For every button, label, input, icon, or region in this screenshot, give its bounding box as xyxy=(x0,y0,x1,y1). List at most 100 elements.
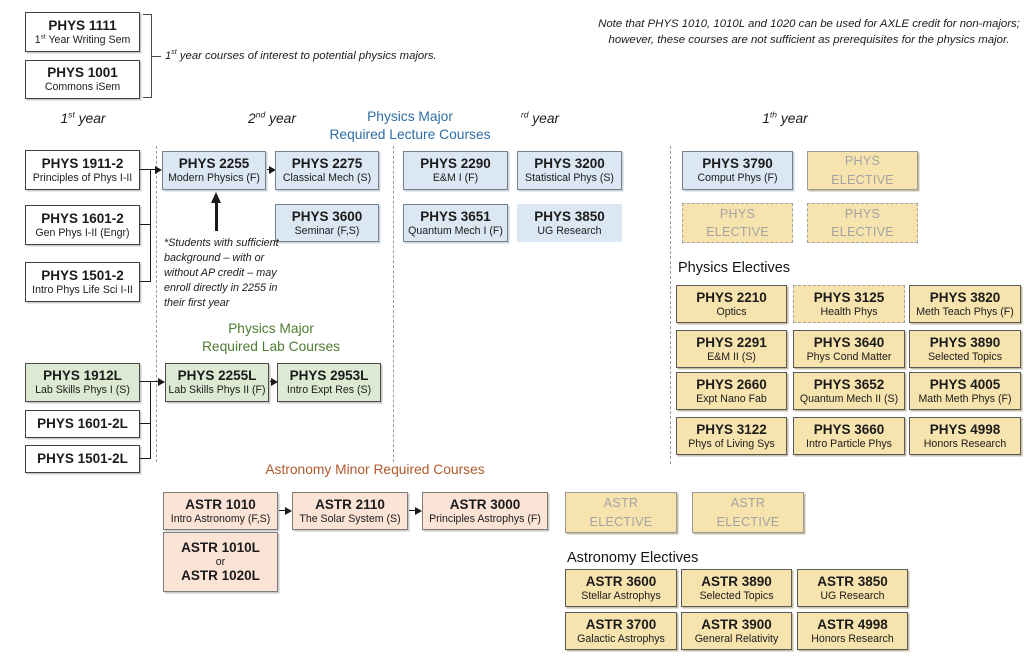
course-code: ASTR 2110 xyxy=(315,496,385,512)
intro-note: 1st year courses of interest to potentia… xyxy=(165,49,437,62)
course-box-phys-1601-2L: PHYS 1601-2L xyxy=(25,410,140,438)
connector-line xyxy=(215,203,218,231)
axle-note-line2: however, these courses are not sufficien… xyxy=(608,33,1010,46)
header-year-4: 1th year xyxy=(762,109,808,126)
elective-box-astr-1: ASTR ELECTIVE xyxy=(565,492,677,533)
course-name: Selected Topics xyxy=(927,350,1002,363)
course-box-astr-3890: ASTR 3890 Selected Topics xyxy=(681,569,792,607)
connector-line xyxy=(267,169,270,171)
course-name: E&M II (S) xyxy=(707,350,756,363)
course-box-astr-1010L-or-1020L: ASTR 1010L or ASTR 1020L xyxy=(163,532,278,592)
elective-box-phys-2: PHYS ELECTIVE xyxy=(682,203,793,243)
header-year-1: 1st year xyxy=(60,109,106,126)
course-code: PHYS 1911-2 xyxy=(41,155,124,171)
connector-line xyxy=(140,224,151,226)
course-box-phys-2290: PHYS 2290 E&M I (F) xyxy=(403,151,508,190)
elective-label-line2: ELECTIVE xyxy=(589,514,653,529)
course-name: Gen Phys I-II (Engr) xyxy=(35,226,130,239)
elective-box-astr-2: ASTR ELECTIVE xyxy=(692,492,804,533)
course-code: PHYS 1601-2 xyxy=(41,210,124,226)
course-name: Selected Topics xyxy=(699,589,774,602)
course-box-astr-3700: ASTR 3700 Galactic Astrophys xyxy=(565,612,677,650)
course-name: Intro Astronomy (F,S) xyxy=(170,512,271,525)
course-name: Quantum Mech I (F) xyxy=(408,224,503,237)
header-year-3: rd year xyxy=(520,109,560,126)
course-box-phys-1501-2: PHYS 1501-2 Intro Phys Life Sci I-II xyxy=(25,262,140,302)
header-lab-courses: Physics Major Required Lab Courses xyxy=(181,320,361,356)
course-code: ASTR 1020L xyxy=(181,568,260,584)
course-code: PHYS 4998 xyxy=(929,421,1001,437)
axle-note-line1: Note that PHYS 1010, 1010L and 1020 can … xyxy=(598,18,1020,30)
course-box-phys-3651: PHYS 3651 Quantum Mech I (F) xyxy=(403,204,508,242)
course-code: ASTR 3890 xyxy=(701,573,772,589)
course-box-phys-1912L: PHYS 1912L Lab Skills Phys I (S) xyxy=(25,363,140,402)
course-box-phys-2255: PHYS 2255 Modern Physics (F) xyxy=(162,151,266,190)
course-name: Commons iSem xyxy=(44,81,121,93)
course-name: Intro Phys Life Sci I-II xyxy=(32,283,133,296)
connector-line xyxy=(150,169,152,282)
course-box-phys-2210: PHYS 2210 Optics xyxy=(676,285,787,323)
course-box-phys-3890: PHYS 3890 Selected Topics xyxy=(909,330,1021,368)
header-lecture-courses: Physics Major Required Lecture Courses xyxy=(328,108,492,144)
course-code: ASTR 3700 xyxy=(585,616,657,632)
course-code: PHYS 3125 xyxy=(813,289,885,305)
connector-line xyxy=(150,381,152,459)
course-name: Honors Research xyxy=(811,632,894,645)
course-box-astr-3900: ASTR 3900 General Relativity xyxy=(681,612,792,650)
elective-box-phys-3: PHYS ELECTIVE xyxy=(807,203,918,243)
course-name: Optics xyxy=(716,305,747,318)
course-box-phys-2291: PHYS 2291 E&M II (S) xyxy=(676,330,787,368)
connector-line xyxy=(150,169,156,171)
course-box-phys-3850: PHYS 3850 UG Research xyxy=(517,204,622,242)
connector-line xyxy=(140,169,151,171)
course-box-phys-3122: PHYS 3122 Phys of Living Sys xyxy=(676,417,787,455)
course-name: Lab Skills Phys II (F) xyxy=(168,384,266,396)
column-divider-dashed xyxy=(670,146,671,464)
bracket-line xyxy=(143,97,152,99)
course-name: Lab Skills Phys I (S) xyxy=(35,384,130,396)
elective-label-line1: PHYS xyxy=(844,206,881,221)
course-name: Stellar Astrophys xyxy=(581,589,661,602)
header-lab-line1: Physics Major xyxy=(228,321,314,336)
course-name: Health Phys xyxy=(820,305,878,318)
course-code: PHYS 2660 xyxy=(696,376,767,392)
course-box-phys-3200: PHYS 3200 Statistical Phys (S) xyxy=(517,151,622,190)
course-name: Honors Research xyxy=(923,437,1007,450)
connector-line xyxy=(140,458,151,460)
course-name: General Relativity xyxy=(694,632,779,645)
course-box-phys-1911-2: PHYS 1911-2 Principles of Phys I-II xyxy=(25,150,140,190)
arrowhead-right xyxy=(269,165,276,174)
course-name: UG Research xyxy=(537,224,602,237)
course-code: PHYS 3122 xyxy=(696,421,767,437)
course-box-phys-1001: PHYS 1001 Commons iSem xyxy=(25,60,140,99)
course-code: ASTR 3000 xyxy=(449,496,521,512)
course-code: PHYS 2291 xyxy=(696,334,767,350)
course-code: PHYS 2275 xyxy=(291,156,363,172)
course-code: PHYS 3850 xyxy=(534,208,605,224)
course-code: ASTR 4998 xyxy=(817,616,888,632)
course-code: PHYS 2290 xyxy=(420,156,491,172)
header-lecture-line1: Physics Major xyxy=(367,109,453,124)
course-code: PHYS 3790 xyxy=(702,156,773,172)
course-code: ASTR 1010L xyxy=(181,539,260,555)
course-code: PHYS 3890 xyxy=(929,334,1001,350)
course-code: PHYS 1601-2L xyxy=(37,416,128,432)
course-code: ASTR 1010 xyxy=(185,496,256,512)
course-box-phys-1601-2: PHYS 1601-2 Gen Phys I-II (Engr) xyxy=(25,205,140,245)
course-box-phys-2275: PHYS 2275 Classical Mech (S) xyxy=(275,151,379,190)
arrowhead-right xyxy=(271,377,278,386)
course-code: ASTR 3900 xyxy=(701,616,772,632)
connector-line xyxy=(150,381,158,383)
course-name: Galactic Astrophys xyxy=(577,632,665,645)
course-box-astr-2110: ASTR 2110 The Solar System (S) xyxy=(292,492,408,530)
course-box-phys-1501-2L: PHYS 1501-2L xyxy=(25,445,140,473)
course-code: PHYS 3660 xyxy=(813,421,885,437)
elective-label-line2: ELECTIVE xyxy=(831,225,894,239)
or-label: or xyxy=(215,555,226,568)
course-code: PHYS 3640 xyxy=(813,334,885,350)
course-code: PHYS 1111 xyxy=(48,17,117,33)
course-code: PHYS 3600 xyxy=(291,208,363,224)
course-box-astr-4998: ASTR 4998 Honors Research xyxy=(797,612,908,650)
elective-box-phys-1: PHYS ELECTIVE xyxy=(807,151,918,190)
